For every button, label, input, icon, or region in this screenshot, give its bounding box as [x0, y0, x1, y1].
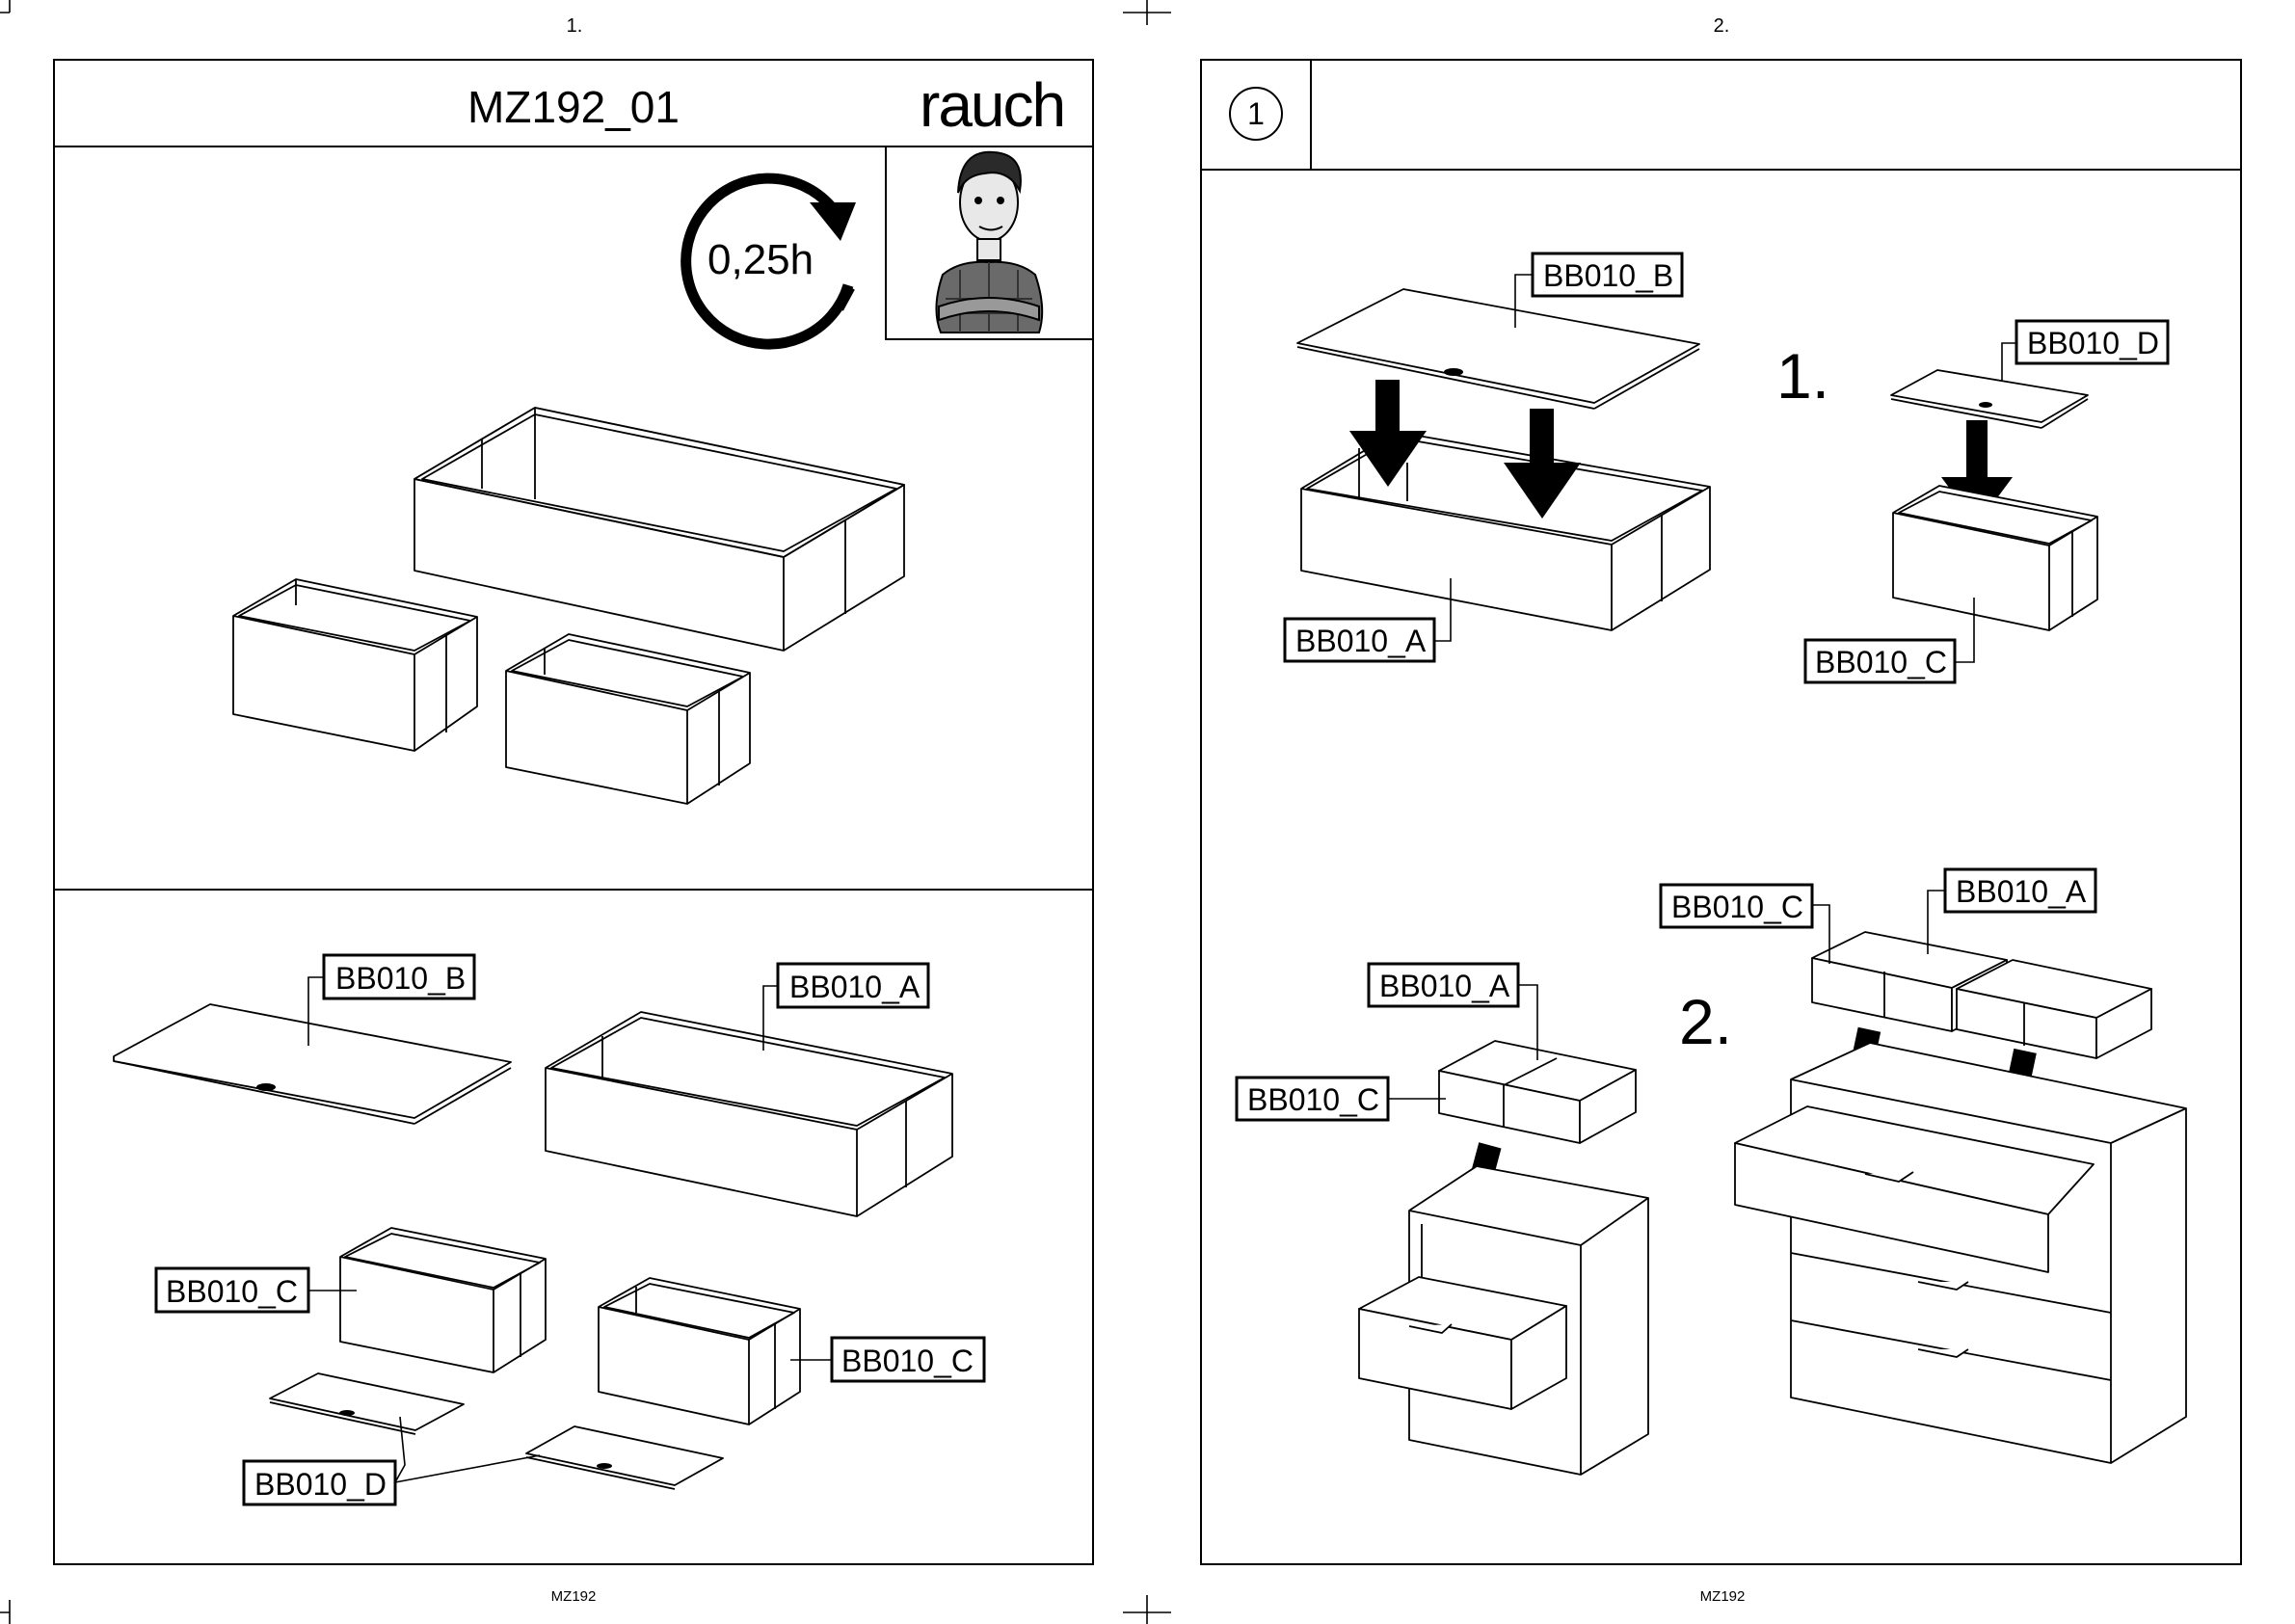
crop-marks — [0, 0, 2295, 1624]
